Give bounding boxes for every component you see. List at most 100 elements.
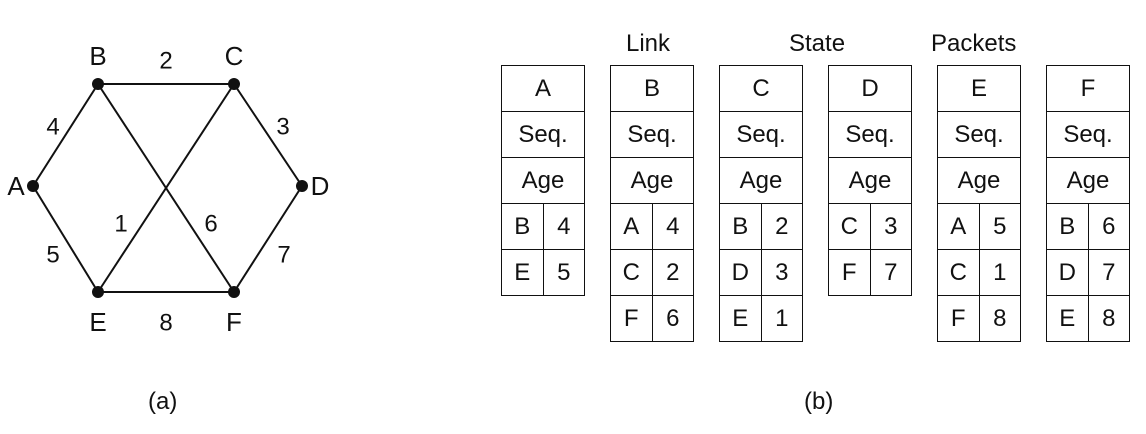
packet-age-field: Age [720, 158, 802, 204]
node-b-label: B [89, 41, 106, 71]
node-a-dot [27, 180, 39, 192]
node-a-label: A [7, 171, 25, 201]
edge-a-e [32, 185, 99, 293]
neighbor-cost: 5 [978, 204, 1021, 249]
neighbor-cost: 6 [651, 296, 694, 341]
edge-a-b [32, 83, 99, 187]
neighbor-name: A [950, 212, 967, 240]
header-state: State [789, 30, 846, 57]
node-c-dot [228, 78, 240, 90]
node-f-label: F [226, 307, 242, 337]
neighbor-name: B [732, 212, 749, 240]
packet-router-name: F [1047, 66, 1129, 112]
packet-age-field: Age [611, 158, 693, 204]
packet-router-name: A [502, 66, 584, 112]
packet-router-name: D [829, 66, 911, 112]
packet-age-field: Age [1047, 158, 1129, 204]
node-e-label: E [89, 307, 106, 337]
neighbor-name: C [840, 212, 858, 240]
neighbor-name: B [1059, 212, 1076, 240]
neighbor-name: F [950, 304, 966, 332]
neighbor-cost: 1 [760, 296, 803, 341]
header-packets: Packets [931, 30, 1017, 57]
packet-seq-field: Seq. [611, 112, 693, 158]
node-c-label: C [225, 41, 244, 71]
node-e-dot [92, 286, 104, 298]
edge-weight-d-f: 7 [277, 241, 290, 268]
neighbor-name: E [1059, 304, 1076, 332]
neighbor-cost: 4 [542, 204, 585, 249]
node-d-label: D [311, 171, 330, 201]
edge-weight-b-f: 6 [204, 210, 217, 237]
packet-router-name: B [611, 66, 693, 112]
node-f-dot [228, 286, 240, 298]
caption-b: (b) [804, 388, 834, 415]
neighbor-name: B [514, 212, 531, 240]
edge-weight-e-f: 8 [159, 309, 172, 336]
edge-c-d [233, 83, 303, 187]
neighbor-cost: 5 [542, 250, 585, 295]
edge-weight-e-c: 1 [114, 210, 127, 237]
neighbor-cost: 6 [1087, 204, 1130, 249]
neighbor-cost: 3 [760, 250, 803, 295]
edge-weight-b-c: 2 [159, 47, 172, 74]
packet-age-field: Age [829, 158, 911, 204]
neighbor-cost: 3 [869, 204, 912, 249]
neighbor-cost: 8 [1087, 296, 1130, 341]
packet-age-field: Age [938, 158, 1020, 204]
neighbor-cost: 4 [651, 204, 694, 249]
neighbor-cost: 7 [869, 250, 912, 295]
neighbor-name: F [841, 258, 857, 286]
packet-seq-field: Seq. [1047, 112, 1129, 158]
caption-a: (a) [148, 388, 178, 415]
header-link: Link [626, 30, 671, 57]
neighbor-cost: 2 [760, 204, 803, 249]
network-graph: 2 4 3 5 1 6 7 8 A B C D E F [7, 41, 330, 337]
edge-d-f [233, 185, 303, 293]
neighbor-name: F [623, 304, 639, 332]
edge-b-f [97, 83, 235, 293]
neighbor-name: D [731, 258, 749, 286]
packet-seq-field: Seq. [829, 112, 911, 158]
packet-router-name: E [938, 66, 1020, 112]
packet-seq-field: Seq. [720, 112, 802, 158]
packet-seq-field: Seq. [938, 112, 1020, 158]
neighbor-name: E [732, 304, 749, 332]
neighbor-cost: 7 [1087, 250, 1130, 295]
edge-weight-c-d: 3 [276, 113, 289, 140]
neighbor-cost: 1 [978, 250, 1021, 295]
neighbor-cost: 8 [978, 296, 1021, 341]
node-d-dot [296, 180, 308, 192]
packet-seq-field: Seq. [502, 112, 584, 158]
edge-weight-a-b: 4 [46, 113, 59, 140]
neighbor-name: D [1058, 258, 1076, 286]
neighbor-name: E [514, 258, 531, 286]
neighbor-name: C [949, 258, 967, 286]
neighbor-name: C [622, 258, 640, 286]
node-b-dot [92, 78, 104, 90]
edge-weight-a-e: 5 [46, 241, 59, 268]
neighbor-name: A [623, 212, 640, 240]
